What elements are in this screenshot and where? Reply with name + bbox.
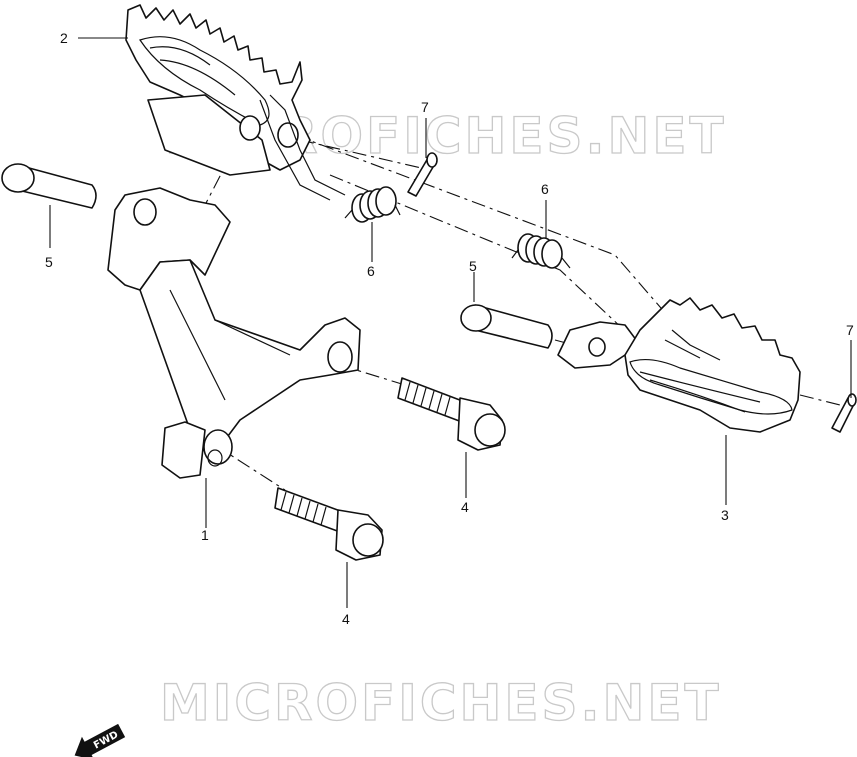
callout-1: 1: [201, 527, 209, 543]
spring-upper: [344, 186, 401, 223]
clevis-pin-left: [1, 163, 97, 209]
callout-2: 2: [60, 30, 68, 46]
cotter-pin-upper: [407, 152, 438, 197]
clevis-pin-right: [460, 304, 553, 349]
bolt-lower: [274, 487, 384, 561]
callout-4-lower: 4: [342, 611, 350, 627]
fwd-arrow-icon: FWD: [74, 723, 126, 757]
callout-5-right: 5: [469, 258, 477, 274]
callout-7-upper: 7: [421, 99, 429, 115]
watermark-bottom: MICROFICHES.NET: [160, 674, 722, 732]
bolt-upper: [397, 377, 506, 451]
bracket: [107, 187, 361, 479]
callout-5-left: 5: [45, 254, 53, 270]
callout-7-right: 7: [846, 322, 854, 338]
spring-lower: [511, 233, 571, 269]
callouts: 2 5 6 7 6 5 7 3 4 1 4: [45, 30, 854, 627]
callout-6-upper: 6: [367, 263, 375, 279]
footpeg-right: [557, 297, 801, 433]
leader-lines: [49, 37, 852, 608]
footpeg-left: [125, 4, 346, 201]
cotter-pin-right: [831, 393, 857, 433]
assembly-lines: [204, 127, 841, 491]
callout-3: 3: [721, 507, 729, 523]
callout-6-lower: 6: [541, 181, 549, 197]
callout-4-upper: 4: [461, 499, 469, 515]
